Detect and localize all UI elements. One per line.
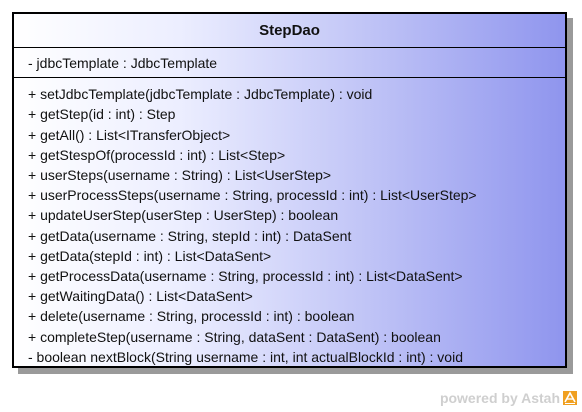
method-item: - boolean nextBlock(String username : in… bbox=[28, 348, 463, 365]
method-item: + getWaitingData() : List<DataSent> bbox=[28, 288, 253, 305]
method-item: + getProcessData(username : String, proc… bbox=[28, 268, 463, 285]
method-item: + getStep(id : int) : Step bbox=[28, 106, 176, 123]
method-item: + userSteps(username : String) : List<Us… bbox=[28, 167, 332, 184]
attributes-compartment: - jdbcTemplate : JdbcTemplate bbox=[14, 48, 565, 79]
method-item: + userProcessSteps(username : String, pr… bbox=[28, 187, 477, 204]
methods-compartment: + setJdbcTemplate(jdbcTemplate : JdbcTem… bbox=[14, 78, 565, 366]
method-item: + getAll() : List<ITransferObject> bbox=[28, 126, 231, 143]
method-item: + setJdbcTemplate(jdbcTemplate : JdbcTem… bbox=[28, 86, 373, 103]
astah-logo-icon bbox=[563, 391, 577, 405]
method-item: + updateUserStep(userStep : UserStep) : … bbox=[28, 207, 339, 224]
watermark-text: powered by Astah bbox=[439, 390, 560, 406]
method-item: + completeStep(username : String, dataSe… bbox=[28, 328, 441, 345]
method-item: + delete(username : String, processId : … bbox=[28, 308, 355, 325]
class-name: StepDao bbox=[14, 14, 565, 48]
uml-class-stepdao[interactable]: StepDao - jdbcTemplate : JdbcTemplate + … bbox=[12, 12, 567, 368]
attribute-item: - jdbcTemplate : JdbcTemplate bbox=[28, 55, 218, 71]
method-item: + getData(username : String, stepId : in… bbox=[28, 227, 352, 244]
method-item: + getData(stepId : int) : List<DataSent> bbox=[28, 247, 272, 264]
method-item: + getStespOf(processId : int) : List<Ste… bbox=[28, 146, 286, 163]
powered-by-watermark: powered by Astah bbox=[440, 390, 577, 406]
